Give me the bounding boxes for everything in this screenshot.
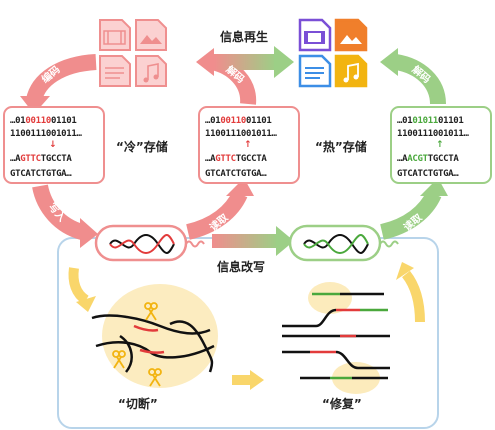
- file-video-icon: [298, 18, 332, 52]
- write-arrow: [32, 184, 85, 240]
- read-arrow-right: [379, 190, 442, 240]
- hot-storage-label: “热”存储: [315, 140, 367, 154]
- hot-read-card: …010101101101 1100111001011… ↑ …AACGTTGC…: [390, 106, 492, 184]
- decode-arrow-right: [394, 54, 446, 105]
- rewrite-arrow: [212, 234, 278, 248]
- scissors-icon: [148, 368, 162, 387]
- file-document-icon: [99, 55, 131, 87]
- file-music-icon: [135, 55, 167, 87]
- encode-arrow: [26, 54, 97, 103]
- cold-storage-label: “冷”存储: [116, 140, 168, 154]
- repair-illustration: [282, 282, 390, 394]
- dna-capsule-red: [94, 224, 205, 262]
- file-music-icon: [334, 54, 368, 88]
- cold-encode-card: …010011001101 1100111001011… ↓ …AGTTCTGC…: [3, 106, 105, 184]
- scissors-icon: [112, 350, 126, 369]
- repair-out-arrow: [401, 270, 425, 323]
- read-arrow: [185, 190, 248, 240]
- scissors-icon: [144, 302, 158, 321]
- file-document-icon: [298, 54, 332, 88]
- cut-in-arrow: [68, 267, 89, 305]
- source-files-red: [99, 19, 167, 87]
- regen-arrow: [214, 54, 276, 70]
- cut-illustration: [91, 284, 218, 388]
- cold-read-card: …010011001101 1100111001011… ↑ …AGTTCTGC…: [198, 106, 300, 184]
- file-image-icon: [135, 19, 167, 51]
- cut-label: “切断”: [118, 397, 158, 411]
- dna-capsule-green: [288, 224, 399, 262]
- file-video-icon: [99, 19, 131, 51]
- up-arrow-icon: ↑: [436, 140, 444, 150]
- regenerated-files: [298, 18, 368, 88]
- down-arrow-icon: ↓: [49, 140, 57, 150]
- file-image-icon: [334, 18, 368, 52]
- repair-label: “修复”: [322, 397, 362, 411]
- regen-label: 信息再生: [220, 30, 269, 44]
- rewrite-label: 信息改写: [217, 260, 266, 274]
- up-arrow-icon: ↑: [244, 140, 252, 150]
